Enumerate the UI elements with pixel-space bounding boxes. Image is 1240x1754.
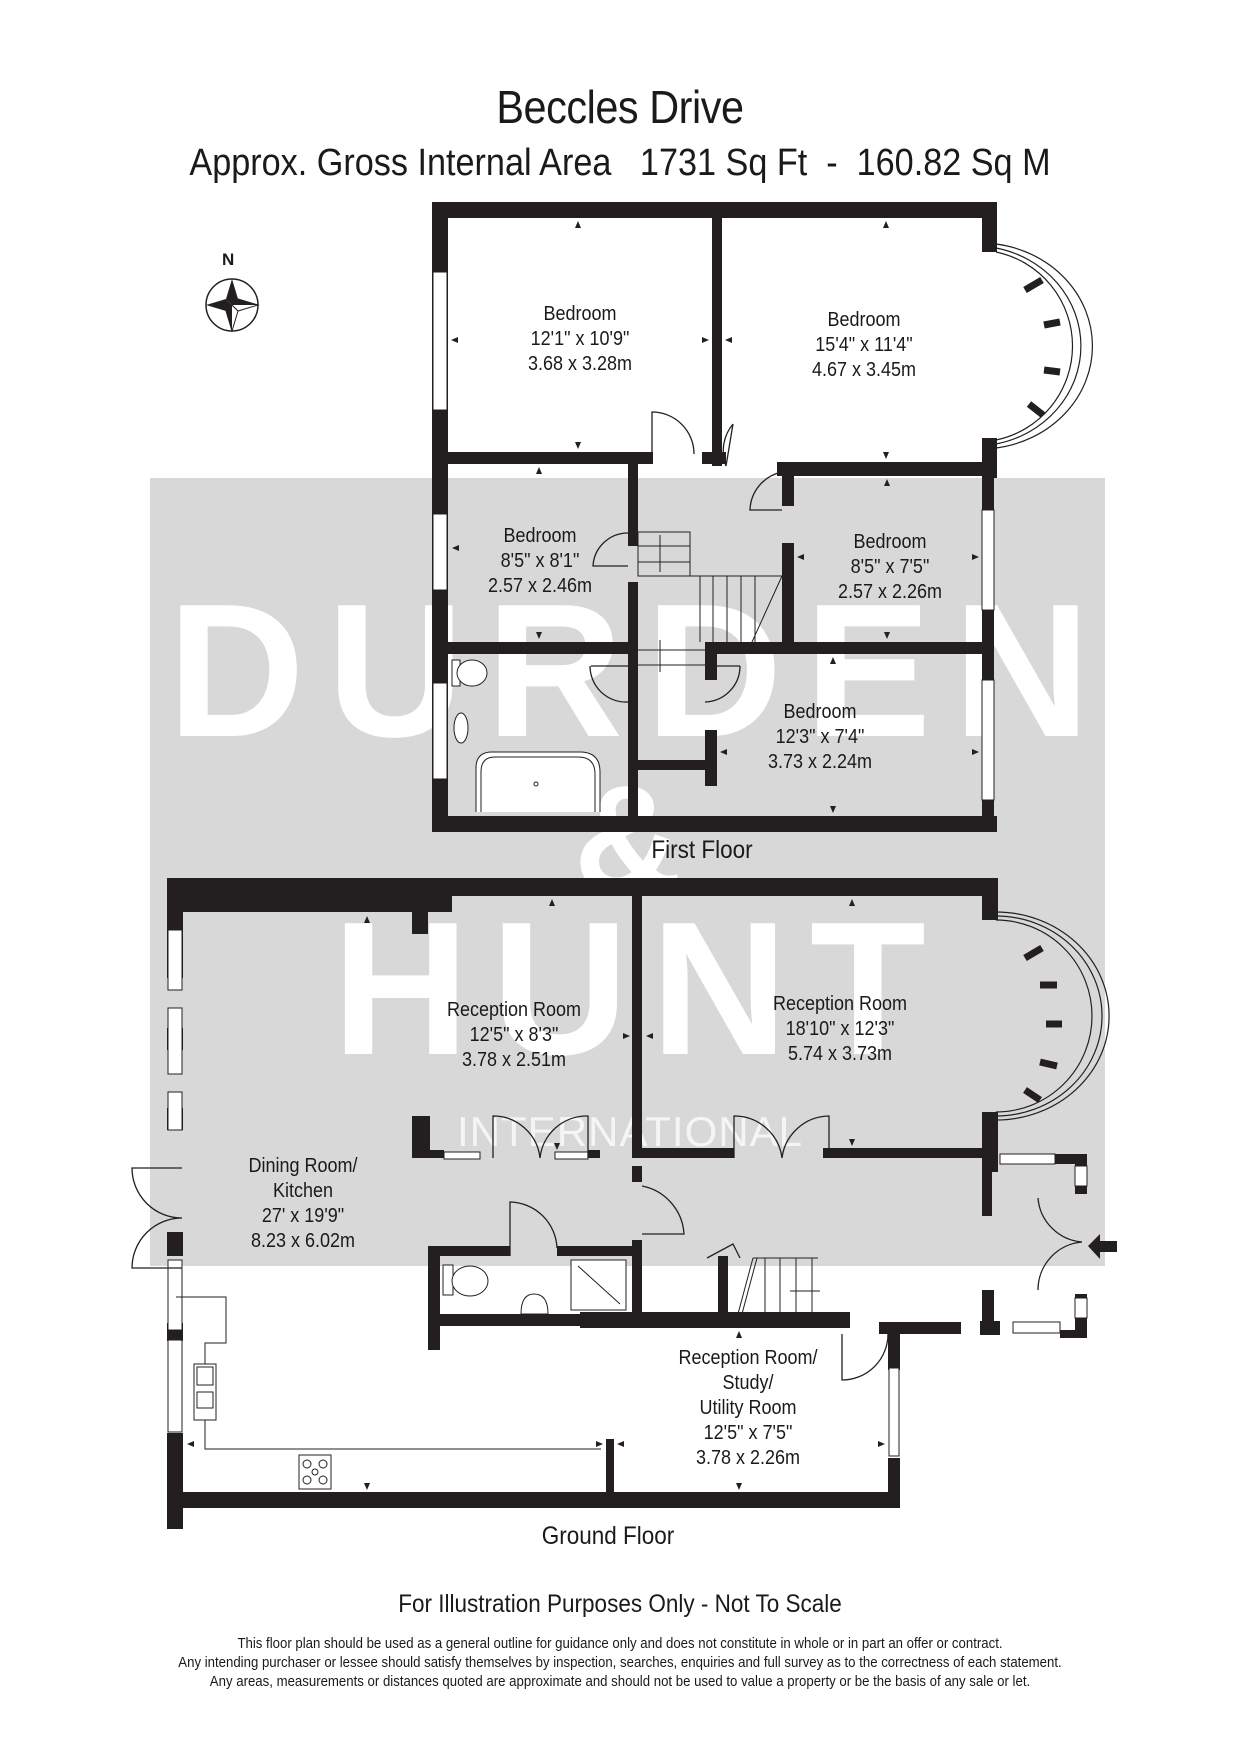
dimension-markers (187, 221, 979, 1490)
room-name: Reception Room (446, 999, 582, 1021)
room-dimensions-imperial: 12'1" x 10'9" (530, 328, 630, 350)
room-name: Reception Room/ (678, 1347, 818, 1369)
windows (167, 271, 1088, 1457)
room-dimensions-metric: 3.78 x 2.26m (695, 1447, 801, 1469)
room-dimensions-metric: 8.23 x 6.02m (250, 1230, 356, 1252)
room-label-reception-1: Reception Room 12'5" x 8'3" 3.78 x 2.51m (447, 998, 581, 1073)
room-label-bedroom-5: Bedroom 12'3" x 7'4" 3.73 x 2.24m (768, 700, 872, 775)
watermark-panel (150, 478, 1105, 1266)
doors (131, 411, 1083, 1381)
compass-north-label: N (222, 250, 235, 269)
room-label-study-utility: Reception Room/ Study/ Utility Room 12'5… (678, 1346, 817, 1471)
fixtures (176, 659, 627, 1490)
room-name: Bedroom (853, 531, 927, 553)
room-dimensions-imperial: 27' x 19'9" (261, 1205, 345, 1227)
bay-mullions (1023, 276, 1062, 1103)
room-dimensions-metric: 4.67 x 3.45m (811, 359, 917, 381)
room-label-bedroom-1: Bedroom 12'1" x 10'9" 3.68 x 3.28m (528, 302, 632, 377)
first-floor-label: First Floor (651, 836, 753, 864)
room-dimensions-imperial: 18'10" x 12'3" (785, 1018, 895, 1040)
room-label-bedroom-4: Bedroom 8'5" x 7'5" 2.57 x 2.26m (838, 530, 942, 605)
walls (167, 202, 1117, 1529)
room-label-reception-2: Reception Room 18'10" x 12'3" 5.74 x 3.7… (773, 992, 907, 1067)
room-name: Bedroom (503, 525, 577, 547)
compass-rose-icon (205, 278, 260, 333)
room-name-line2: Study/ (722, 1372, 774, 1394)
plan-title: Beccles Drive (496, 81, 744, 133)
room-dimensions-imperial: 8'5" x 7'5" (850, 556, 930, 578)
room-dimensions-metric: 2.57 x 2.46m (487, 575, 593, 597)
gross-internal-area: Approx. Gross Internal Area 1731 Sq Ft -… (189, 142, 1051, 184)
not-to-scale-note: For Illustration Purposes Only - Not To … (398, 1590, 842, 1618)
disclaimer-line-2: Any intending purchaser or lessee should… (178, 1654, 1062, 1671)
room-label-bedroom-2: Bedroom 15'4" x 11'4" 4.67 x 3.45m (812, 308, 916, 383)
disclaimer-line-1: This floor plan should be used as a gene… (237, 1635, 1003, 1652)
bay-windows (995, 243, 1110, 1121)
room-dimensions-imperial: 15'4" x 11'4" (815, 334, 913, 356)
room-name: Bedroom (543, 303, 617, 325)
room-name: Bedroom (827, 309, 901, 331)
room-dimensions-metric: 3.78 x 2.51m (461, 1049, 567, 1071)
ground-floor-label: Ground Floor (541, 1522, 675, 1550)
room-dimensions-metric: 3.68 x 3.28m (527, 353, 633, 375)
disclaimer: This floor plan should be used as a gene… (74, 1634, 1165, 1691)
room-name: Bedroom (783, 701, 857, 723)
room-name: Reception Room (772, 993, 908, 1015)
room-label-dining-kitchen: Dining Room/ Kitchen 27' x 19'9" 8.23 x … (248, 1154, 357, 1254)
watermark-hunt: HUNT (332, 883, 948, 1095)
disclaimer-line-3: Any areas, measurements or distances quo… (209, 1673, 1031, 1690)
room-dimensions-metric: 5.74 x 3.73m (787, 1043, 893, 1065)
room-dimensions-metric: 2.57 x 2.26m (837, 581, 943, 603)
room-name-line3: Utility Room (699, 1397, 797, 1419)
room-dimensions-imperial: 12'3" x 7'4" (775, 726, 865, 748)
room-dimensions-metric: 3.73 x 2.24m (767, 751, 873, 773)
stairs (637, 531, 820, 1326)
room-dimensions-imperial: 12'5" x 8'3" (469, 1024, 559, 1046)
room-label-bedroom-3: Bedroom 8'5" x 8'1" 2.57 x 2.46m (488, 524, 592, 599)
room-name-line2: Kitchen (272, 1180, 334, 1202)
room-dimensions-imperial: 8'5" x 8'1" (500, 550, 580, 572)
room-dimensions-imperial: 12'5" x 7'5" (703, 1422, 793, 1444)
room-name: Dining Room/ (248, 1155, 358, 1177)
watermark-international: INTERNATIONAL (457, 1108, 803, 1155)
